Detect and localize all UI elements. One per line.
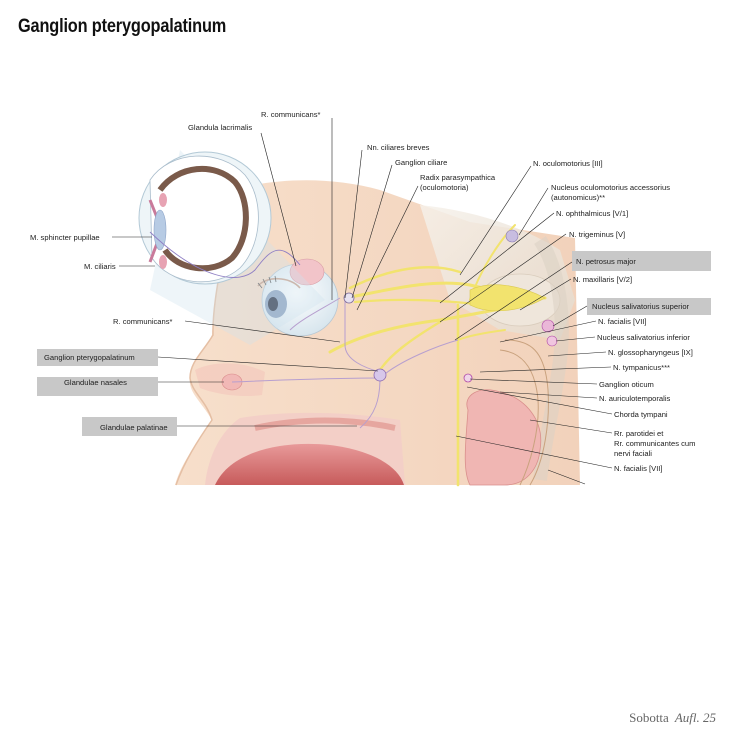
label-radix-parasympathica-2: (oculomotoria): [420, 183, 469, 192]
eyelashes: [257, 275, 277, 289]
label-glandulae-palatinae: Glandulae palatinae: [100, 423, 168, 432]
label-glandulae-nasales: Glandulae nasales: [64, 378, 127, 387]
hard-palate: [254, 417, 396, 431]
box-glandulae-nasales: [37, 377, 158, 396]
parotid-gland: [464, 389, 542, 486]
label-nucleus-oculomotorius: Nucleus oculomotorius accessorius: [551, 183, 670, 192]
label-ganglion-pterygopalatinum: Ganglion pterygopalatinum: [44, 353, 135, 362]
box-nucleus-salivatorius-superior: [587, 298, 711, 315]
inset-sclera: [149, 155, 259, 283]
label-nucleus-salivatorius-superior: Nucleus salivatorius superior: [592, 302, 690, 311]
inset-nerve-fibers: [149, 231, 301, 278]
label-n-petrosus-major: N. petrosus major: [576, 257, 636, 266]
label-radix-parasympathica: Radix parasympathica: [420, 173, 496, 182]
brainstem: [533, 236, 569, 481]
publisher-footer: Sobotta Aufl. 25: [629, 710, 716, 726]
trigeminal-ganglion: [469, 284, 546, 312]
label-m-sphincter: M. sphincter pupillae: [30, 233, 100, 242]
eyelid: [257, 277, 301, 289]
label-nn-ciliares-breves: Nn. ciliares breves: [367, 143, 430, 152]
edition: Aufl. 25: [674, 710, 716, 725]
leader-lines: [112, 118, 613, 485]
pupil: [268, 297, 278, 311]
inset-choroid: [157, 165, 249, 272]
parasympathetic-fibers: [231, 297, 459, 429]
lacrimal-gland: [289, 258, 325, 286]
ciliary-ganglion: [343, 292, 355, 304]
label-n-auriculotemporalis: N. auriculotemporalis: [599, 394, 671, 403]
page-title: Ganglion pterygopalatinum: [18, 16, 227, 37]
inset-muscle-1: [159, 193, 167, 207]
label-n-maxillaris: N. maxillaris [V/2]: [573, 275, 632, 284]
inset-muscle-2: [159, 255, 167, 269]
box-glandulae-palatinae: [82, 417, 177, 436]
label-m-ciliaris: M. ciliaris: [84, 262, 116, 271]
label-chorda-tympani: Chorda tympani: [614, 410, 668, 419]
label-nucleus-oculomotorius-2: (autonomicus)**: [551, 193, 605, 202]
label-ganglion-ciliare: Ganglion ciliare: [395, 158, 447, 167]
label-n-facialis-top: N. facialis [VII]: [598, 317, 647, 326]
otic-ganglion: [463, 373, 473, 383]
oculomotor-nucleus: [505, 229, 519, 243]
label-ganglion-oticum: Ganglion oticum: [599, 380, 654, 389]
inset-lens: [153, 209, 167, 251]
label-rr-parotidei-3: nervi faciali: [614, 449, 652, 458]
label-nucleus-salivatorius-inferior: Nucleus salivatorius inferior: [597, 333, 690, 342]
tongue: [215, 443, 404, 485]
label-n-tympanicus: N. tympanicus***: [613, 363, 670, 372]
label-n-trigeminus: N. trigeminus [V]: [569, 230, 625, 239]
box-n-petrosus-major: [572, 251, 711, 271]
label-r-communicans-top: R. communicans*: [261, 110, 321, 119]
label-rr-parotidei-1: Rr. parotidei et: [614, 429, 664, 438]
label-n-ophthalmicus: N. ophthalmicus [V/1]: [556, 209, 628, 218]
label-rr-parotidei-2: Rr. communicantes cum: [614, 439, 695, 448]
salivatory-superior-nucleus: [541, 319, 555, 333]
box-ganglion-pterygopalatinum: [37, 349, 158, 366]
label-n-oculomotorius: N. oculomotorius [III]: [533, 159, 603, 168]
label-r-communicans-mid: R. communicans*: [113, 317, 173, 326]
brand-name: Sobotta: [629, 710, 669, 725]
label-n-glossopharyngeus: N. glossopharyngeus [IX]: [608, 348, 693, 357]
salivatory-inferior-nucleus: [546, 335, 558, 347]
pterygopalatine-ganglion: [373, 368, 387, 382]
label-n-facialis-bottom: N. facialis [VII]: [614, 464, 663, 473]
label-glandula-lacrimalis: Glandula lacrimalis: [188, 123, 252, 132]
